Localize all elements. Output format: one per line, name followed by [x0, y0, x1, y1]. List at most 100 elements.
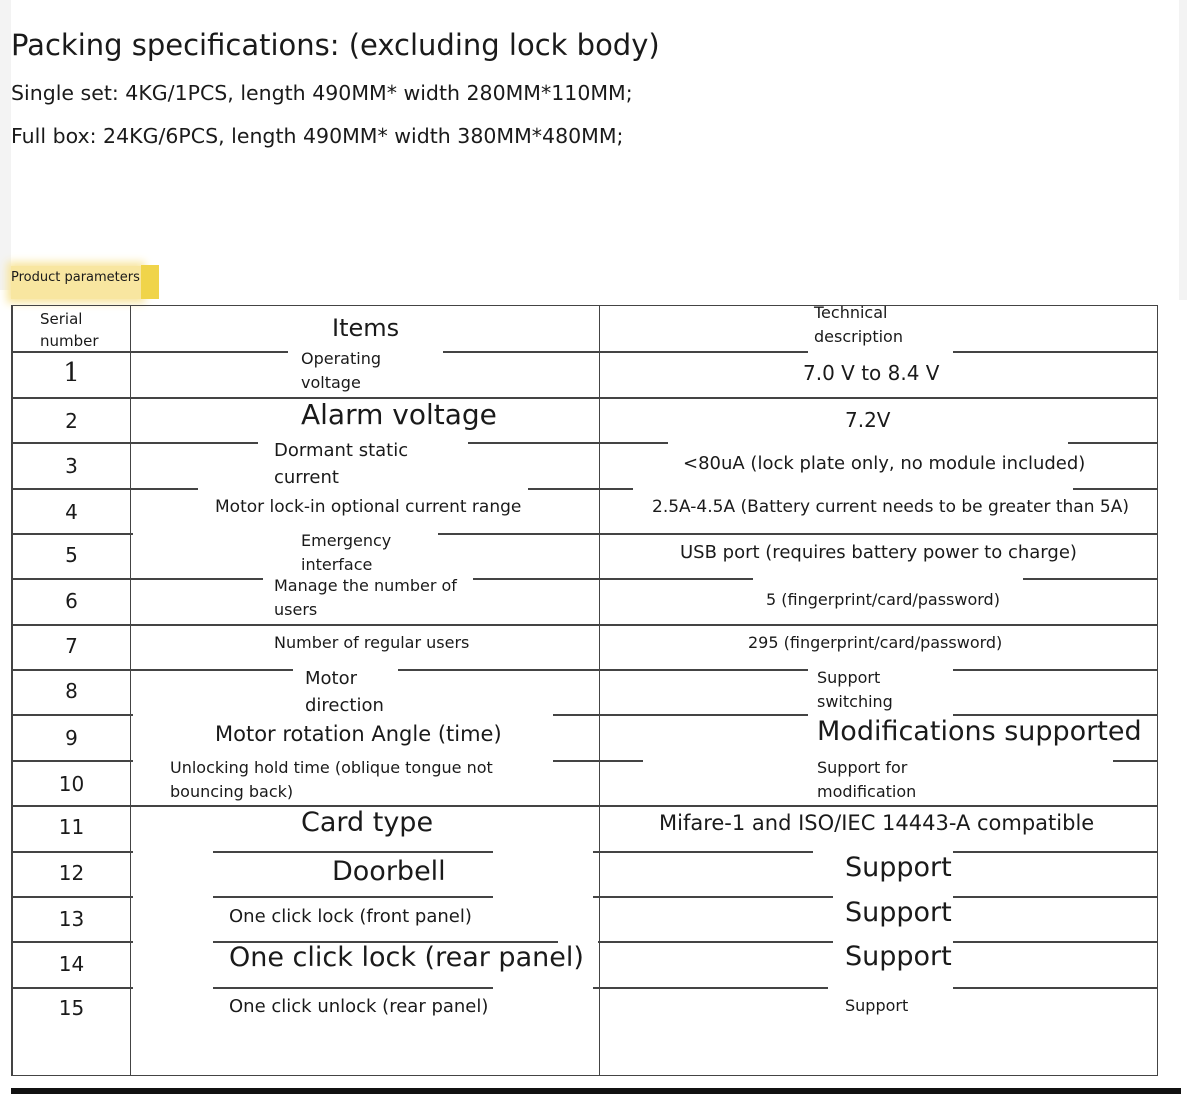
row-12-description: Support — [845, 852, 952, 883]
row-divider — [13, 760, 1157, 762]
packing-title: Packing specifications: (excluding lock … — [11, 28, 660, 62]
header-tech-line1: Technical — [814, 303, 888, 322]
row-12-number: 12 — [58, 861, 85, 885]
line-gap — [828, 986, 953, 990]
line-gap — [808, 350, 953, 354]
packing-single-set: Single set: 4KG/1PCS, length 490MM* widt… — [11, 81, 633, 105]
row-1-number: 1 — [63, 358, 80, 388]
line-gap — [808, 668, 953, 672]
row-13-number: 13 — [58, 907, 85, 931]
row-divider — [13, 624, 1157, 626]
row-10-description: Support for modification — [817, 756, 916, 804]
product-parameters-label: Product parameters: — [11, 266, 144, 299]
line-gap — [668, 441, 1068, 445]
row-3-number: 3 — [65, 454, 78, 478]
row-divider — [13, 714, 1157, 716]
row-10-description-line1: Support for — [817, 758, 908, 777]
row-3-item-line2: current — [274, 467, 339, 488]
row-divider — [13, 669, 1157, 671]
row-10-description-line2: modification — [817, 782, 917, 801]
left-margin-strip — [0, 0, 11, 290]
row-14-number: 14 — [58, 952, 85, 976]
row-4-description: 2.5A-4.5A (Battery current needs to be g… — [652, 497, 1129, 517]
line-gap — [133, 850, 213, 854]
row-divider — [13, 488, 1157, 490]
row-13-description: Support — [845, 897, 952, 928]
row-2-description: 7.2V — [845, 408, 891, 432]
row-2-item: Alarm voltage — [301, 398, 497, 431]
row-3-item: Dormant static current — [274, 437, 408, 491]
row-2-number: 2 — [65, 409, 78, 433]
line-gap — [133, 759, 553, 763]
row-6-number: 6 — [65, 589, 78, 613]
line-gap — [493, 895, 593, 899]
row-3-item-line1: Dormant static — [274, 440, 409, 461]
row-6-description: 5 (fingerprint/card/password) — [766, 590, 1000, 609]
line-gap — [133, 940, 213, 944]
row-5-description: USB port (requires battery power to char… — [680, 542, 1077, 563]
row-6-item-line1: Manage the number of — [274, 576, 457, 595]
row-6-item-line2: users — [274, 600, 318, 619]
column-divider — [599, 306, 600, 1075]
row-6-item: Manage the number of users — [274, 574, 457, 622]
row-13-item: One click lock (front panel) — [229, 906, 472, 927]
header-tech-line2: description — [814, 327, 903, 346]
parameters-table: Serial number Items Technical descriptio… — [11, 303, 1158, 1076]
row-8-description-line2: switching — [817, 692, 893, 711]
line-gap — [633, 487, 1073, 491]
row-5-item-line2: interface — [301, 555, 373, 574]
highlight-mark — [141, 265, 159, 299]
line-gap — [288, 350, 443, 354]
row-10-item: Unlocking hold time (oblique tongue not … — [170, 756, 493, 804]
row-8-item-line2: direction — [305, 695, 384, 716]
line-gap — [293, 668, 398, 672]
row-12-item: Doorbell — [332, 856, 446, 887]
row-1-description: 7.0 V to 8.4 V — [803, 361, 940, 385]
line-gap — [133, 713, 553, 717]
line-gap — [813, 850, 953, 854]
row-9-item: Motor rotation Angle (time) — [215, 722, 502, 746]
header-technical-description: Technical description — [814, 301, 903, 349]
header-serial-line1: Serial — [40, 310, 83, 328]
row-divider — [13, 397, 1157, 399]
row-7-item: Number of regular users — [274, 633, 470, 652]
line-gap — [558, 940, 598, 944]
line-gap — [808, 713, 953, 717]
row-8-number: 8 — [65, 679, 78, 703]
column-divider — [130, 306, 131, 1075]
row-15-number: 15 — [58, 996, 85, 1020]
row-8-item-line1: Motor — [305, 668, 358, 689]
line-gap — [753, 577, 1023, 581]
header-items: Items — [332, 314, 400, 342]
right-margin-strip — [1179, 0, 1187, 300]
row-8-description: Support switching — [817, 666, 893, 714]
row-10-item-line1: Unlocking hold time (oblique tongue not — [170, 758, 493, 777]
row-divider — [13, 533, 1157, 535]
line-gap — [643, 759, 1113, 763]
row-1-item: Operating voltage — [301, 347, 381, 395]
row-divider — [13, 805, 1157, 807]
row-1-item-line2: voltage — [301, 373, 361, 392]
row-11-item: Card type — [301, 807, 434, 838]
row-4-item: Motor lock-in optional current range — [215, 497, 522, 517]
row-10-number: 10 — [58, 772, 85, 796]
row-7-description: 295 (fingerprint/card/password) — [748, 633, 1003, 652]
line-gap — [133, 986, 213, 990]
row-3-description: <80uA (lock plate only, no module includ… — [683, 453, 1086, 474]
header-serial: Serial number — [40, 308, 99, 352]
row-8-description-line1: Support — [817, 668, 881, 687]
line-gap — [263, 577, 473, 581]
row-5-number: 5 — [65, 543, 78, 567]
row-9-number: 9 — [65, 726, 78, 750]
row-11-number: 11 — [58, 815, 85, 839]
row-15-description: Support — [845, 996, 909, 1015]
row-divider — [13, 442, 1157, 444]
row-8-item: Motor direction — [305, 665, 384, 719]
row-10-item-line2: bouncing back) — [170, 782, 294, 801]
line-gap — [258, 441, 468, 445]
row-5-item-line1: Emergency — [301, 531, 392, 550]
row-9-description: Modifications supported — [817, 716, 1142, 747]
line-gap — [198, 487, 528, 491]
line-gap — [133, 532, 438, 536]
row-1-item-line1: Operating — [301, 349, 381, 368]
